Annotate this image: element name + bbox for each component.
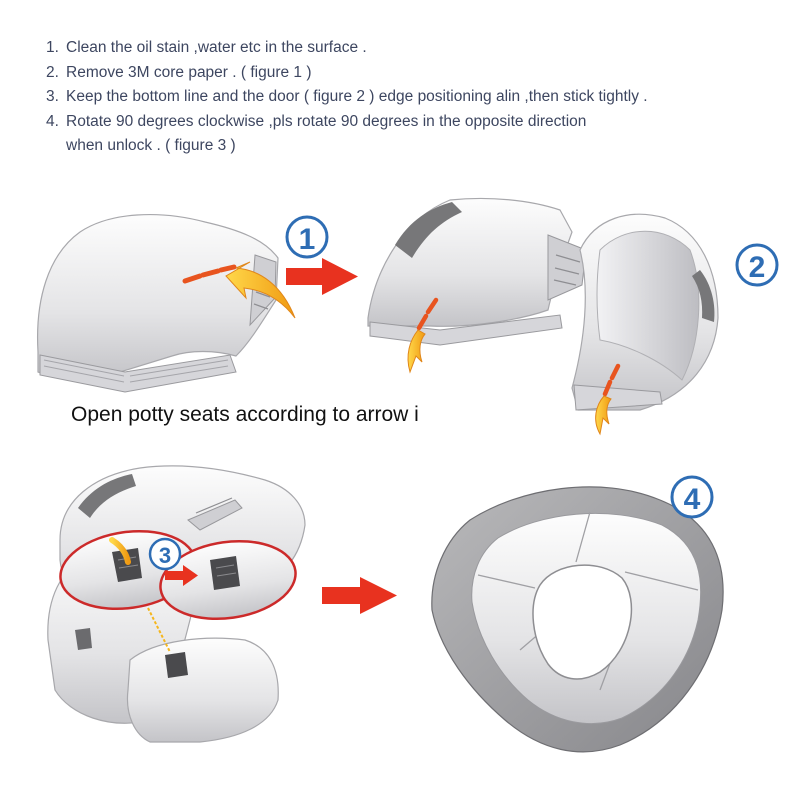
instruction-step-4: 4. Rotate 90 degrees clockwise ,pls rotat… [46,110,786,135]
latch-arrow [165,565,198,586]
figure-2-opening-seat [367,197,719,436]
transition-arrow-1 [286,258,358,295]
badge-label-1: 1 [299,223,316,256]
rotate-arrow [109,537,131,565]
instructions-list: 1. Clean the oil stain ,water etc in the … [46,36,786,159]
instruction-step-3: 3. Keep the bottom line and the door ( fi… [46,85,786,110]
badge-label-4: 4 [684,483,701,516]
figure-badge-3: 3 [148,537,182,571]
unfold-arrow-1 [182,261,296,319]
step-number: 1. [46,39,59,56]
step-number: 2. [46,63,59,81]
step-number: 4. [46,112,59,130]
figure-caption: Open potty seats according to arrow i [71,403,419,426]
figure-badge-4: 4 [670,475,714,519]
figure-badge-2: 2 [735,243,779,287]
instruction-step-2: 2. Remove 3M core paper . ( figure 1 ) [46,61,786,86]
step-number: 3. [46,88,59,105]
figure-3-latch-detail [47,465,306,743]
unfold-arrow-2b [595,363,621,436]
badge-label-2: 2 [749,251,766,284]
figure-4-open-seat [431,486,724,753]
step-text: Keep the bottom line and the door ( figu… [66,88,648,105]
badge-label-3: 3 [159,543,171,568]
step-text: Rotate 90 degrees clockwise ,pls rotate … [66,112,587,130]
figure-badge-1: 1 [285,215,329,259]
instruction-step-1: 1. Clean the oil stain ,water etc in the … [46,36,786,61]
step-text: Remove 3M core paper . ( figure 1 ) [66,63,312,81]
alignment-guide [147,607,171,653]
instruction-step-4-continuation: when unlock . ( figure 3 ) [66,137,236,154]
unfold-arrow-2a [407,297,439,374]
step-text: Clean the oil stain ,water etc in the su… [66,39,367,56]
figure-1-folded-seat [36,213,296,393]
latch-ring-right [159,539,297,621]
transition-arrow-2 [322,577,397,614]
